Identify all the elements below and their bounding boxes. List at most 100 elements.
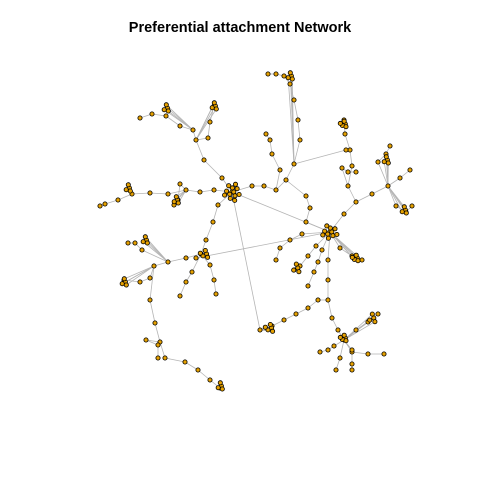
network-edge — [195, 108, 217, 141]
network-node — [171, 199, 177, 205]
network-node — [339, 165, 345, 171]
network-node — [183, 279, 189, 285]
network-edge — [149, 192, 169, 195]
network-edge — [124, 265, 155, 280]
network-edge — [351, 351, 369, 355]
network-node — [353, 169, 359, 175]
network-node — [232, 181, 238, 187]
network-edge — [347, 165, 353, 187]
network-node — [137, 115, 143, 121]
network-node — [289, 76, 295, 82]
network-node — [163, 102, 169, 108]
network-node — [226, 183, 232, 189]
network-node — [201, 157, 207, 163]
network-node — [143, 337, 149, 343]
network-node — [197, 250, 203, 256]
network-edge — [209, 264, 215, 281]
network-edge — [347, 185, 357, 203]
network-node — [315, 259, 321, 265]
network-node — [137, 279, 143, 285]
network-node — [305, 253, 311, 259]
network-node — [161, 107, 167, 113]
network-node — [293, 261, 299, 267]
network-node — [291, 97, 297, 103]
network-node — [151, 263, 157, 269]
network-node — [261, 183, 267, 189]
network-edge — [167, 189, 187, 195]
network-node — [325, 257, 331, 263]
network-node — [229, 185, 235, 191]
network-edge — [203, 159, 223, 179]
network-edge — [343, 201, 357, 215]
network-node — [337, 355, 343, 361]
network-node — [283, 177, 289, 183]
network-edge — [231, 191, 261, 331]
network-edge — [168, 110, 194, 131]
network-node — [315, 297, 321, 303]
network-node — [175, 200, 181, 206]
network-node — [325, 277, 331, 283]
network-node — [325, 297, 331, 303]
network-node — [349, 163, 355, 169]
network-edge — [179, 281, 187, 297]
network-node — [367, 317, 373, 323]
network-node — [267, 137, 273, 143]
network-node — [359, 257, 365, 263]
network-node — [285, 75, 291, 81]
network-node — [281, 73, 287, 79]
network-edge — [164, 357, 186, 363]
network-node — [217, 380, 223, 386]
network-edge — [275, 169, 281, 191]
network-node — [291, 161, 297, 167]
network-node — [347, 147, 353, 153]
network-edge — [293, 99, 299, 121]
network-node — [102, 201, 108, 207]
network-node — [393, 203, 399, 209]
network-node — [287, 81, 293, 87]
network-node — [269, 151, 275, 157]
network-edge — [117, 193, 133, 201]
network-node — [331, 343, 337, 349]
network-node — [222, 192, 228, 198]
network-edge — [184, 361, 199, 371]
network-node — [349, 361, 355, 367]
network-edge — [355, 193, 373, 203]
network-node — [147, 275, 153, 281]
network-node — [257, 327, 263, 333]
network-node — [147, 297, 153, 303]
network-node — [305, 305, 311, 311]
network-node — [177, 181, 183, 187]
network-node — [303, 193, 309, 199]
network-node — [207, 119, 213, 125]
network-node — [207, 262, 213, 268]
network-node — [337, 334, 343, 340]
network-edge — [341, 167, 349, 187]
network-node — [193, 137, 199, 143]
network-node — [325, 235, 331, 241]
network-node — [287, 70, 293, 76]
network-node — [224, 188, 230, 194]
network-node — [353, 199, 359, 205]
network-node — [365, 351, 371, 357]
network-node — [409, 203, 415, 209]
network-node — [291, 267, 297, 273]
network-node — [293, 311, 299, 317]
network-node — [195, 367, 201, 373]
network-edge — [149, 265, 155, 301]
network-node — [305, 283, 311, 289]
network-edge — [159, 341, 166, 359]
network-node — [320, 232, 326, 238]
network-node — [127, 188, 133, 194]
network-node — [375, 159, 381, 165]
network-node — [296, 269, 302, 275]
network-node — [381, 351, 387, 357]
network-node — [322, 228, 328, 234]
network-node — [213, 291, 219, 297]
network-edge — [343, 321, 376, 341]
network-edge — [349, 149, 353, 167]
network-node — [177, 123, 183, 129]
network-node — [329, 315, 335, 321]
network-node — [149, 111, 155, 117]
network-node — [162, 355, 168, 361]
